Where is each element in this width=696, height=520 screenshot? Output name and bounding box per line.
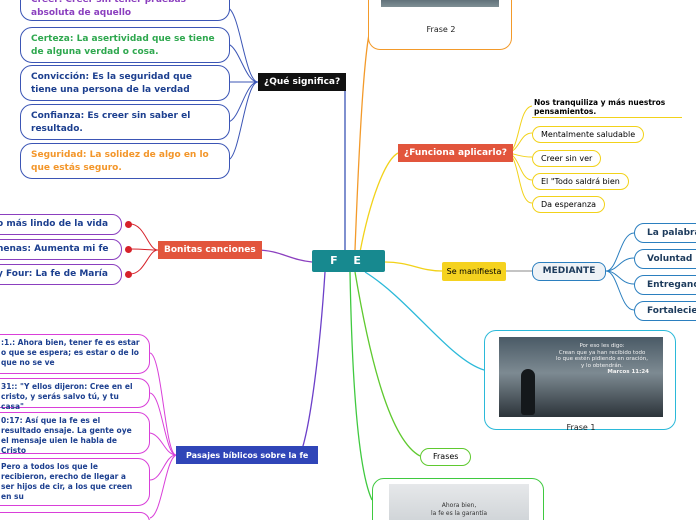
frase3-quote: Ahora bien, la fe es la garantía	[430, 502, 488, 517]
central-topic[interactable]: F E	[312, 250, 385, 272]
frase3-image: Ahora bien, la fe es la garantía	[389, 484, 529, 520]
funciona-item-saludable[interactable]: Mentalmente saludable	[532, 126, 645, 143]
manifiesta-item-fortaleciendo[interactable]: Fortaleciendo	[634, 301, 696, 321]
funciona-item-creer[interactable]: Creer sin ver	[532, 150, 602, 167]
cancion-item-2[interactable]: nenas: Aumenta mi fe	[0, 239, 122, 260]
funciona-item-saldra[interactable]: El "Todo saldrá bien	[532, 173, 629, 190]
significa-item-creer[interactable]: Creer: Creer sin tener pruebas absoluta …	[20, 0, 230, 21]
cancion-item-3[interactable]: y Four: La fe de María	[0, 264, 122, 285]
significa-item-conviccion[interactable]: Convicción: Es la seguridad que tiene un…	[20, 65, 230, 101]
cancion-3-remove-icon[interactable]	[125, 271, 132, 278]
manifiesta-topic[interactable]: Se manifiesta	[442, 262, 506, 281]
pasaje-item-3[interactable]: 0:17: Así que la fe es el resultado ensa…	[0, 412, 150, 455]
frase3-frame[interactable]: Ahora bien, la fe es la garantía	[372, 478, 544, 520]
cancion-1-remove-icon[interactable]	[125, 221, 132, 228]
frase1-image: Por eso les digo: Crean que ya han recib…	[499, 337, 663, 417]
pasaje-item-1[interactable]: :1.: Ahora bien, tener fe es estar o que…	[0, 334, 150, 374]
funciona-topic[interactable]: ¿Funciona aplicarlo?	[398, 144, 513, 162]
funciona-item-tranquiliza[interactable]: Nos tranquiliza y más nuestros pensamien…	[532, 97, 682, 118]
mediante-node[interactable]: MEDIANTE	[532, 262, 606, 281]
manifiesta-item-palabra[interactable]: La palabra	[634, 223, 696, 243]
significa-item-seguridad[interactable]: Seguridad: La solidez de algo en lo que …	[20, 143, 230, 179]
pasajes-topic[interactable]: Pasajes bíblicos sobre la fe	[176, 446, 319, 464]
frase2-caption: Frase 2	[426, 25, 456, 34]
cancion-item-1[interactable]: o más lindo de la vida	[0, 214, 122, 235]
significa-item-confianza[interactable]: Confianza: Es creer sin saber el resulta…	[20, 104, 230, 140]
frases-topic[interactable]: Frases	[420, 448, 472, 466]
frase1-caption: Frase 1	[566, 423, 596, 432]
frase1-quote: Por eso les digo: Crean que ya han recib…	[555, 343, 649, 375]
pasaje-item-4[interactable]: Pero a todos los que le recibieron, erec…	[0, 458, 150, 506]
praying-figure	[521, 369, 535, 415]
frase2-image	[381, 0, 499, 7]
significa-topic[interactable]: ¿Qué significa?	[258, 73, 347, 91]
manifiesta-item-entregando[interactable]: Entregando	[634, 275, 696, 295]
canciones-topic[interactable]: Bonitas canciones	[158, 241, 262, 259]
pasaje-item-5[interactable]	[0, 512, 150, 520]
funciona-item-esperanza[interactable]: Da esperanza	[532, 196, 606, 213]
manifiesta-item-voluntad[interactable]: Voluntad	[634, 249, 696, 269]
cancion-2-remove-icon[interactable]	[125, 246, 132, 253]
frase1-frame[interactable]: Por eso les digo: Crean que ya han recib…	[484, 330, 676, 432]
frase2-frame[interactable]: Frase 2	[368, 0, 512, 50]
significa-item-certeza[interactable]: Certeza: La asertividad que se tiene de …	[20, 27, 230, 63]
pasaje-item-2[interactable]: 31:: "Y ellos dijeron: Cree en el cristo…	[0, 378, 150, 411]
